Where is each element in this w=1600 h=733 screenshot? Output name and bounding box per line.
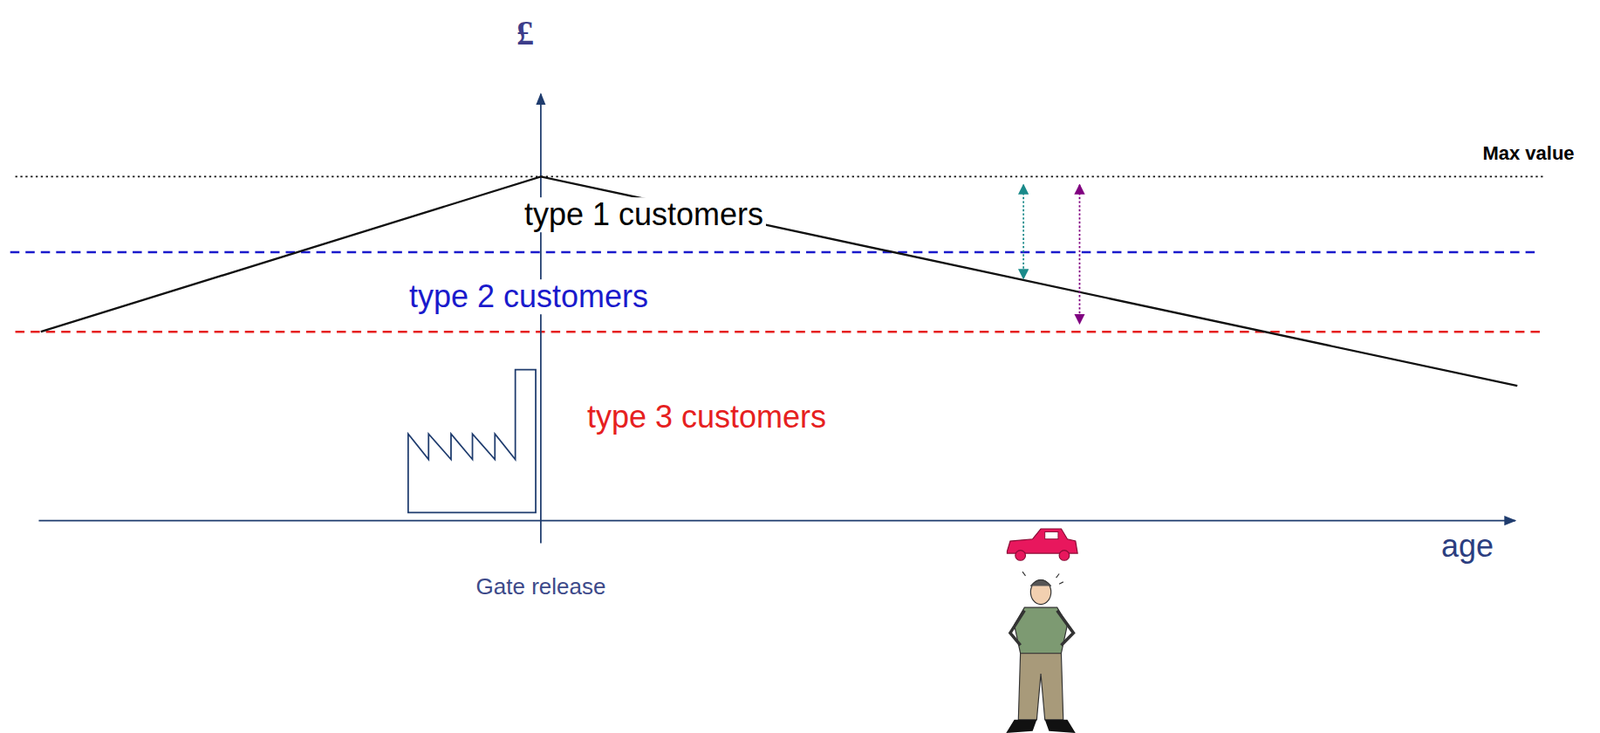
value-curve	[41, 176, 1518, 386]
worried-man	[1005, 571, 1076, 733]
type2-label: type 2 customers	[406, 279, 651, 315]
car-icon	[1006, 528, 1078, 561]
gap-arrow	[1079, 184, 1081, 324]
max-value-label: Max value	[1482, 143, 1574, 165]
type3-label: type 3 customers	[587, 399, 827, 435]
factory-icon	[408, 369, 536, 513]
axis-label: age	[1441, 528, 1494, 564]
axis-unit: £	[516, 13, 534, 53]
type2-threshold	[10, 251, 1541, 253]
type3-threshold	[15, 330, 1546, 333]
axis-label: Gate release	[476, 574, 607, 600]
max-value-line	[15, 176, 1546, 178]
gap-arrow	[1022, 184, 1025, 280]
type1-label: type 1 customers	[521, 197, 766, 233]
x-axis	[38, 519, 1515, 522]
y-axis	[540, 94, 542, 544]
